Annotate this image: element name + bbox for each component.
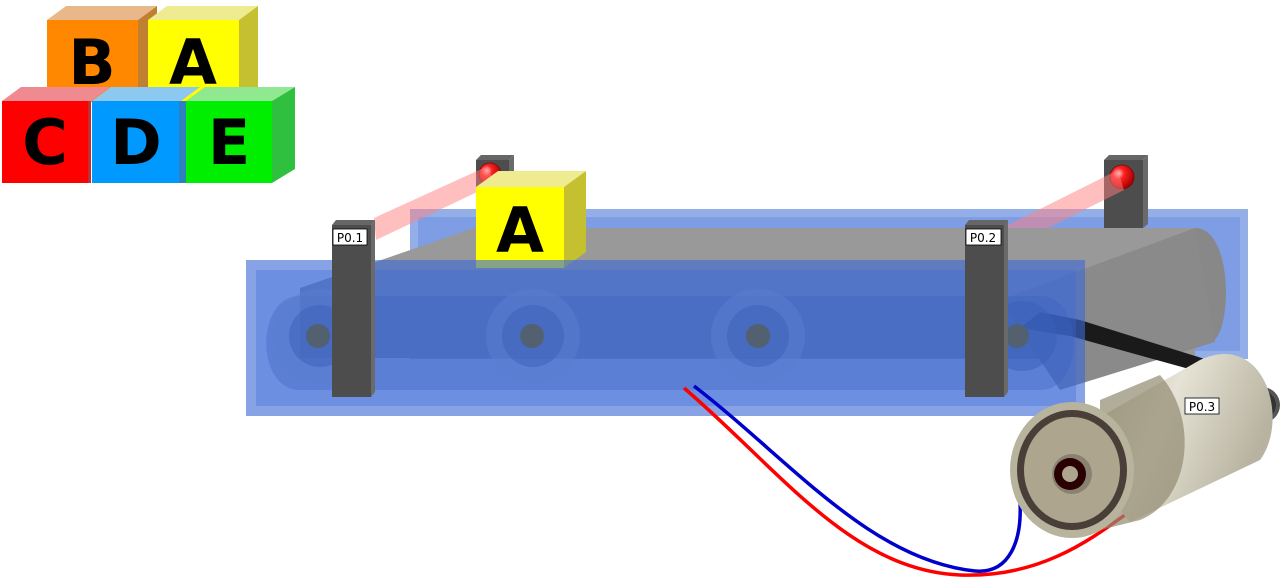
block-e-letter: E (208, 106, 250, 179)
belt-block-letter: A (496, 194, 544, 267)
roller-3 (711, 289, 805, 383)
block-a-letter: A (169, 26, 217, 99)
sensor-1-label: P0.1 (337, 231, 363, 245)
sensor-2-label: P0.2 (970, 231, 996, 245)
sensor-post-2: P0.2 (965, 220, 1008, 397)
motor-label-box (1184, 397, 1220, 415)
sensor-post-1: P0.1 (332, 220, 375, 397)
block-c-letter: C (22, 106, 68, 179)
block-e: E (186, 87, 295, 183)
block-c: C (2, 87, 110, 183)
sensor-label-box (332, 228, 368, 246)
block-b-letter: B (68, 26, 115, 99)
block-d-letter: D (110, 106, 161, 179)
block-d: D (92, 87, 200, 183)
motor-label: P0.3 (1189, 400, 1215, 414)
motor: P0.3 (1010, 353, 1280, 538)
red-wire (682, 386, 1131, 577)
block-stack: B A C D E (2, 6, 295, 183)
belt-block-a: A (476, 171, 586, 268)
roller-2 (486, 289, 580, 383)
blue-wire (692, 384, 1022, 573)
light-beam-1 (374, 166, 494, 240)
sensor-label-box (965, 228, 1002, 246)
